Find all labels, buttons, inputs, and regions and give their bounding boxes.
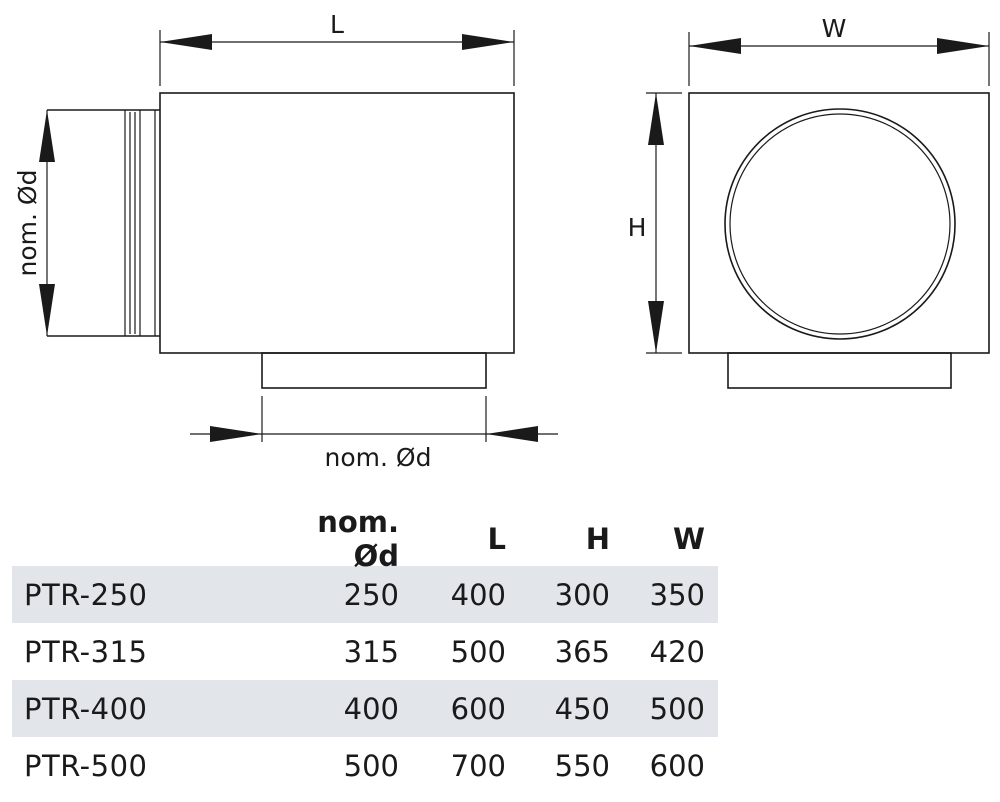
dimensions-table: nom. Ød L H W PTR-250 250 400 300 350 PT… bbox=[12, 505, 718, 794]
front-bottom-spigot bbox=[727, 352, 952, 389]
length-cell: 400 bbox=[450, 577, 506, 612]
height-dimension: H bbox=[628, 92, 682, 354]
height-label: H bbox=[628, 213, 647, 242]
model-cell: PTR-400 bbox=[24, 691, 148, 726]
left-diameter-label: nom. Ød bbox=[13, 170, 42, 277]
left-diameter-dimension: nom. Ød bbox=[13, 110, 55, 336]
diameter-cell: 500 bbox=[343, 748, 399, 783]
header-diameter: nom. Ød bbox=[317, 505, 399, 573]
width-cell: 500 bbox=[649, 691, 705, 726]
length-dimension: L bbox=[159, 10, 515, 86]
table-row: PTR-250 250 400 300 350 bbox=[12, 566, 718, 623]
length-cell: 600 bbox=[450, 691, 506, 726]
left-spigot bbox=[47, 109, 160, 337]
length-label: L bbox=[330, 10, 344, 39]
width-label: W bbox=[822, 14, 847, 43]
width-cell: 420 bbox=[649, 634, 705, 669]
front-view-box bbox=[688, 92, 990, 354]
height-cell: 365 bbox=[554, 634, 610, 669]
front-view: W H bbox=[628, 14, 990, 389]
height-cell: 550 bbox=[554, 748, 610, 783]
front-opening-outer bbox=[724, 108, 956, 340]
bottom-diameter-dimension: nom. Ød bbox=[190, 396, 558, 472]
header-length: L bbox=[487, 522, 506, 556]
diameter-cell: 400 bbox=[343, 691, 399, 726]
header-height: H bbox=[585, 522, 610, 556]
width-cell: 350 bbox=[649, 577, 705, 612]
table-row: PTR-400 400 600 450 500 bbox=[12, 680, 718, 737]
length-cell: 500 bbox=[450, 634, 506, 669]
height-cell: 300 bbox=[554, 577, 610, 612]
header-width: W bbox=[673, 522, 705, 556]
width-dimension: W bbox=[688, 14, 990, 86]
diameter-cell: 315 bbox=[343, 634, 399, 669]
width-cell: 600 bbox=[649, 748, 705, 783]
model-cell: PTR-500 bbox=[24, 748, 148, 783]
table-header-row: nom. Ød L H W bbox=[12, 505, 718, 573]
front-opening-inner bbox=[729, 113, 951, 335]
technical-drawing: L nom. Ød nom. Ød bbox=[13, 10, 990, 472]
side-view-box bbox=[159, 92, 515, 354]
height-cell: 450 bbox=[554, 691, 610, 726]
diameter-cell: 250 bbox=[343, 577, 399, 612]
length-cell: 700 bbox=[450, 748, 506, 783]
bottom-spigot bbox=[261, 352, 487, 389]
table-row: PTR-500 500 700 550 600 bbox=[12, 737, 718, 794]
model-cell: PTR-250 bbox=[24, 577, 148, 612]
table-row: PTR-315 315 500 365 420 bbox=[12, 623, 718, 680]
model-cell: PTR-315 bbox=[24, 634, 148, 669]
bottom-diameter-label: nom. Ød bbox=[325, 443, 432, 472]
side-view: L nom. Ød nom. Ød bbox=[13, 10, 558, 472]
